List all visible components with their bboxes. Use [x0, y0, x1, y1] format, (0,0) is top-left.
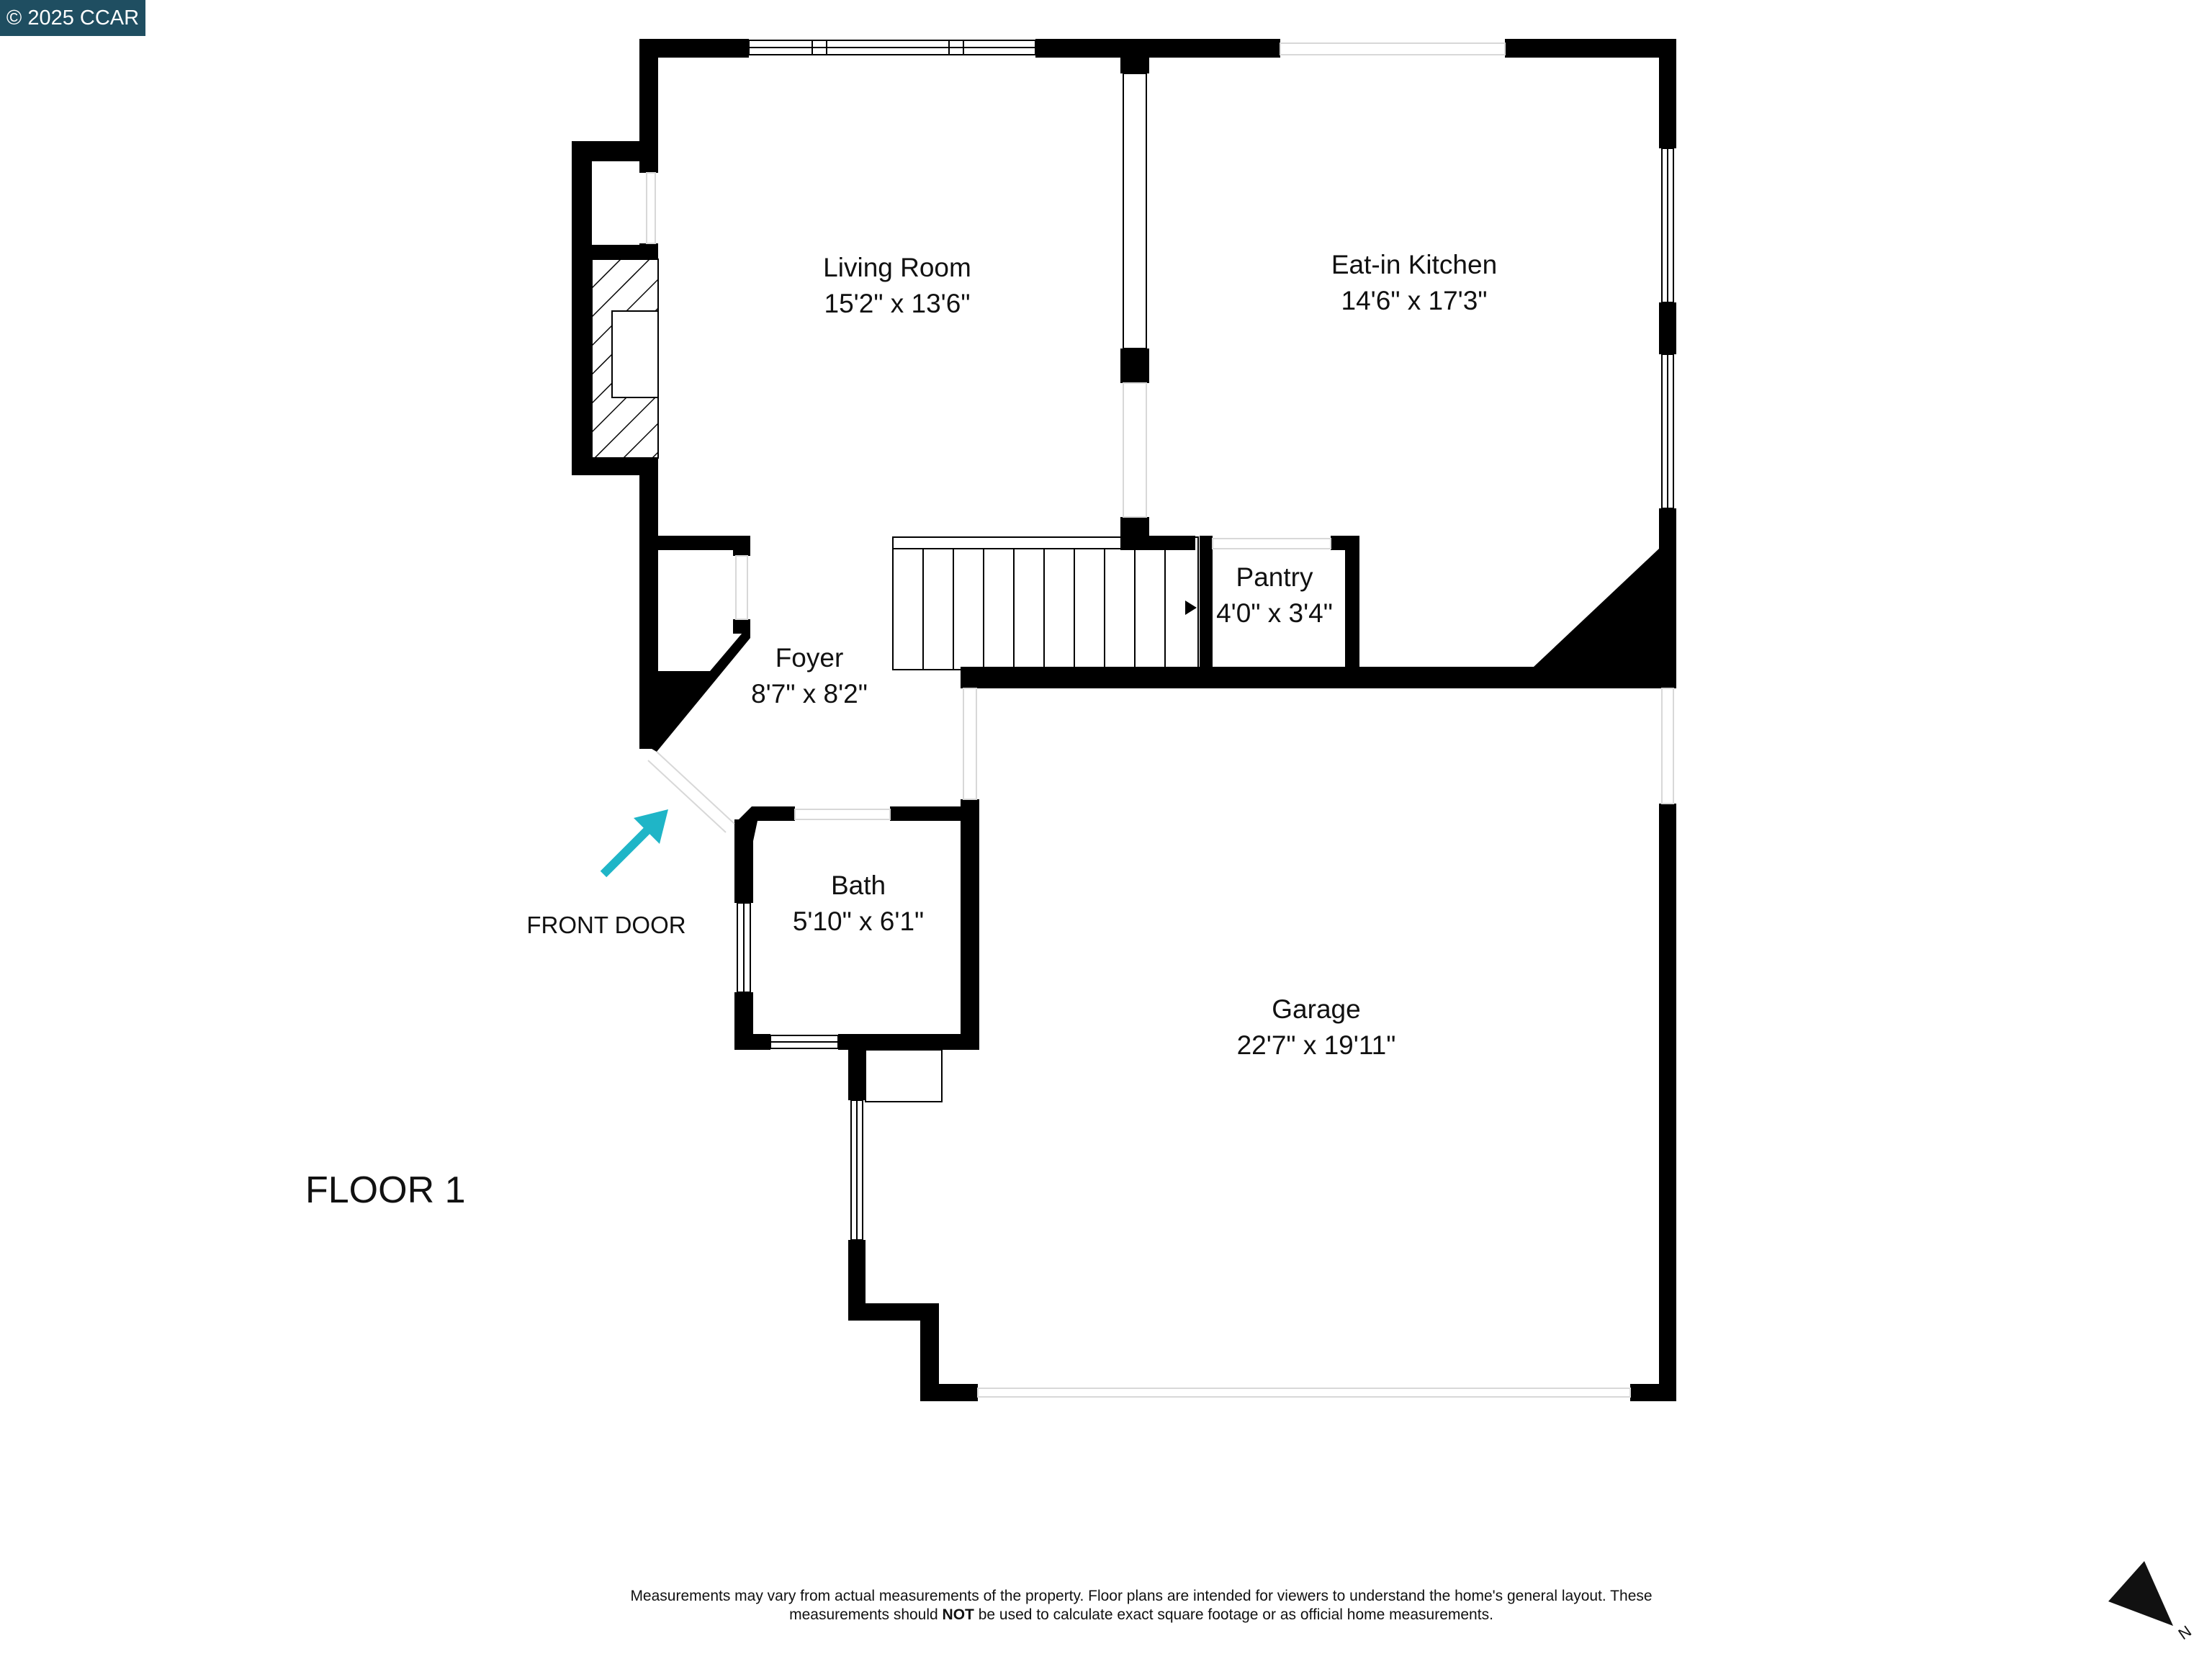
compass-north-icon: N	[2108, 1561, 2195, 1643]
garage-step	[865, 1049, 943, 1102]
front-door-marker: FRONT DOOR	[526, 809, 686, 938]
arrow-up-right-icon	[600, 809, 668, 878]
room-dims-eat-in-kitchen: 14'6" x 17'3"	[1341, 286, 1488, 315]
walls	[572, 39, 1676, 1401]
copyright-badge: © 2025 CCAR	[0, 0, 145, 36]
room-name-foyer: Foyer	[775, 643, 844, 673]
room-labels: Living Room 15'2" x 13'6" Eat-in Kitchen…	[751, 250, 1497, 1060]
room-dims-foyer: 8'7" x 8'2"	[751, 679, 868, 709]
fireplace	[591, 258, 659, 459]
room-name-living-room: Living Room	[823, 253, 971, 282]
room-dims-pantry: 4'0" x 3'4"	[1216, 598, 1333, 628]
room-dims-garage: 22'7" x 19'11"	[1237, 1030, 1396, 1060]
room-name-bath: Bath	[831, 871, 886, 900]
room-dims-bath: 5'10" x 6'1"	[793, 907, 924, 936]
stairs	[892, 536, 1199, 670]
disclaimer: Measurements may vary from actual measur…	[630, 1588, 1653, 1623]
room-name-pantry: Pantry	[1236, 562, 1313, 592]
compass-label: N	[2175, 1622, 2195, 1644]
front-door-label: FRONT DOOR	[526, 912, 685, 938]
room-name-garage: Garage	[1272, 994, 1360, 1024]
disclaimer-emphasis: NOT	[942, 1606, 974, 1623]
room-dims-living-room: 15'2" x 13'6"	[824, 289, 971, 318]
windows	[646, 40, 1674, 1398]
room-name-eat-in-kitchen: Eat-in Kitchen	[1331, 250, 1497, 279]
floor-label: FLOOR 1	[305, 1169, 466, 1211]
